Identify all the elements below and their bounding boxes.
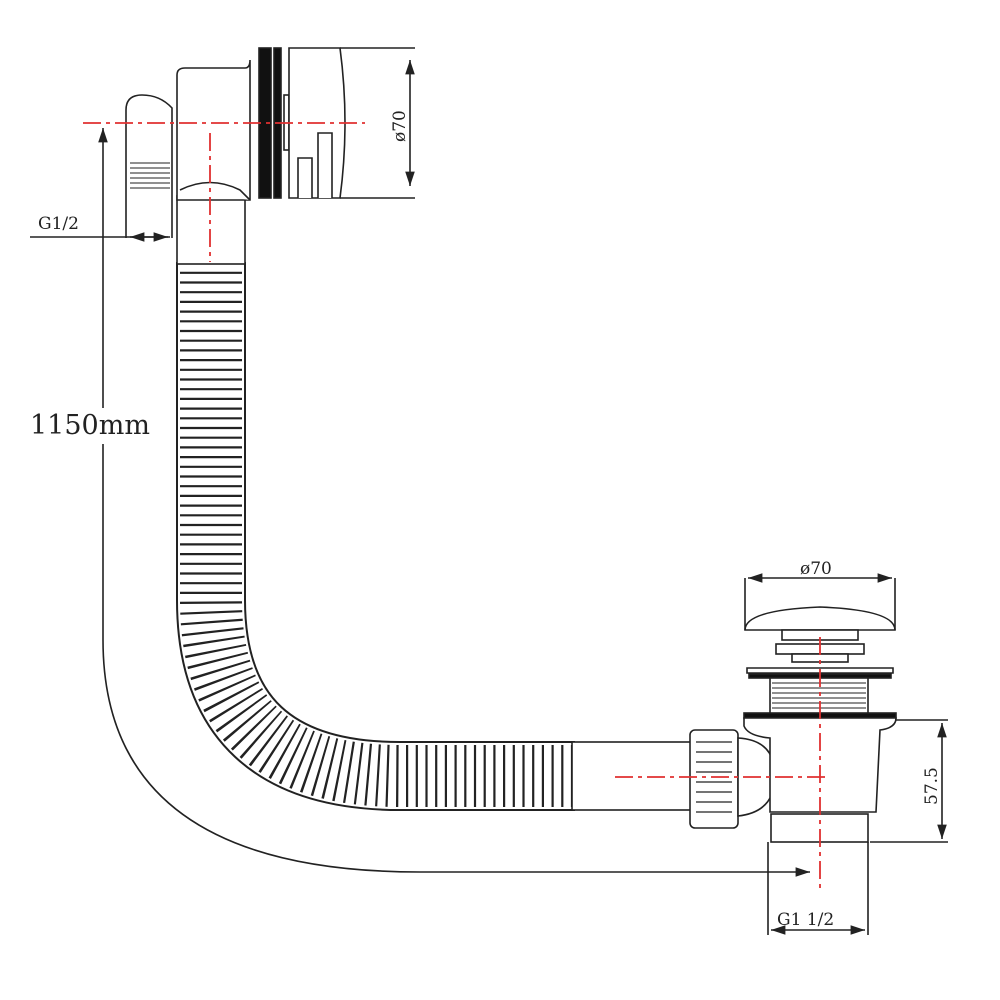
overflow-diameter-dimension [340,47,415,199]
hose-length-dimension [98,128,810,877]
overflow-diameter-label: ø70 [390,110,410,142]
overflow-thread-label: G1/2 [38,214,79,234]
waste-thread-label: G1 1/2 [777,910,834,930]
hose-top-sleeve [176,195,246,265]
waste-body [743,606,897,843]
hose-length-label: 1150mm [30,410,150,441]
waste-height-label: 57.5 [922,767,942,805]
waste-nut [689,729,776,829]
centerlines [83,122,828,888]
corrugated-hose [176,262,575,811]
waste-diameter-dimension [744,573,896,630]
hose-bottom-sleeve [571,741,693,811]
waste-thread-dimension [767,842,869,935]
waste-diameter-label: ø70 [800,559,832,579]
waste-height-dimension [870,719,948,843]
